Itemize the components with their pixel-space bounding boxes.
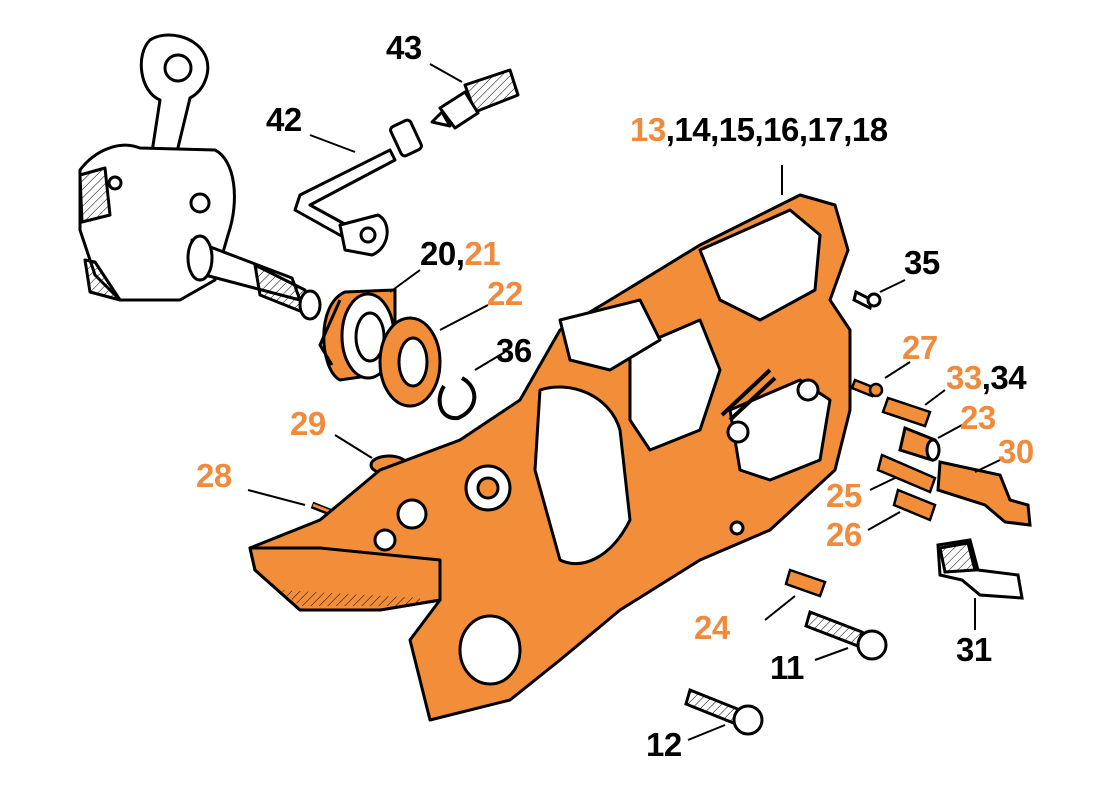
circlip-part [437,376,477,421]
label-24: 24 [694,609,730,646]
label-33-34: 33,34 [946,359,1027,396]
label-29: 29 [290,405,326,442]
label-12: 12 [646,726,682,763]
label-42: 42 [266,101,302,138]
label-36: 36 [496,332,532,369]
label-31: 31 [956,631,992,668]
oil-pickup-part [430,68,520,130]
label-23: 23 [960,399,996,436]
screw-12 [684,687,764,736]
crankcase-part [248,193,852,722]
label-30: 30 [998,433,1034,470]
label-27: 27 [902,329,938,366]
sleeve-33-34 [881,396,932,428]
label-28: 28 [196,457,232,494]
sleeve-24 [784,568,827,598]
label-43: 43 [386,29,422,66]
label-20-21: 20,21 [420,235,501,272]
screw-27 [850,378,884,398]
nut-23 [898,425,941,462]
label-11: 11 [770,649,804,686]
screw-11 [804,610,888,661]
crankshaft-part [78,33,322,321]
oil-seal-part [378,316,442,408]
leader-lines [247,63,1001,741]
label-22: 22 [487,275,523,312]
label-13-18: 13,14,15,16,17,18 [630,111,888,148]
oil-tube-part [293,118,423,257]
label-25: 25 [826,477,862,514]
label-35: 35 [904,244,940,281]
label-26: 26 [826,516,862,553]
stud-31 [936,538,1024,600]
sleeve-26 [892,488,937,522]
stud-30 [936,460,1032,527]
sleeve-25 [876,453,937,494]
screw-35 [852,289,882,311]
